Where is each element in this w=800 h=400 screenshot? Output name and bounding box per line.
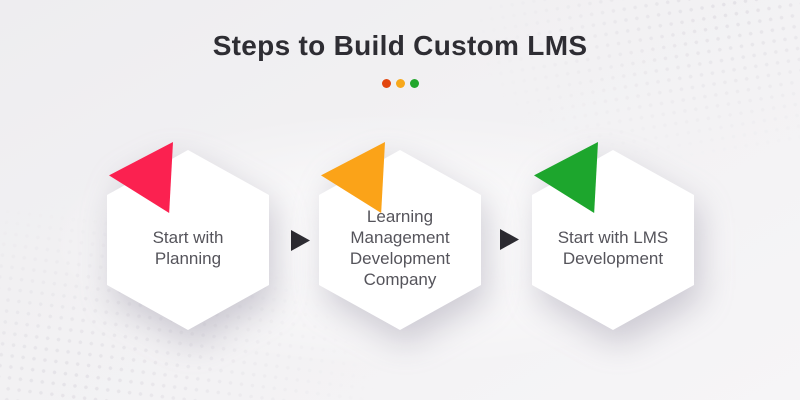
title-divider-dots [0,79,800,88]
divider-dot-green [409,79,419,88]
flow-arrow-2-icon [500,229,519,250]
step-1-shadow: Start with Planning [107,142,269,330]
page-title: Steps to Build Custom LMS [212,30,588,61]
step-3-label: Start with LMS Development [557,228,669,268]
step-2-lms-company: Learning Management Development Company [319,142,481,330]
step-1-label: Start with Planning [152,228,224,268]
divider-dot-orange [395,79,405,88]
divider-dot-red [381,79,391,88]
step-1-planning: Start with Planning [107,142,269,330]
step-2-label: Learning Management Development Company [349,207,451,289]
step-2-shadow: Learning Management Development Company [319,142,481,330]
step-3-shadow: Start with LMS Development [532,142,694,330]
step-3-lms-development: Start with LMS Development [532,142,694,330]
flow-arrow-1-icon [291,230,310,251]
